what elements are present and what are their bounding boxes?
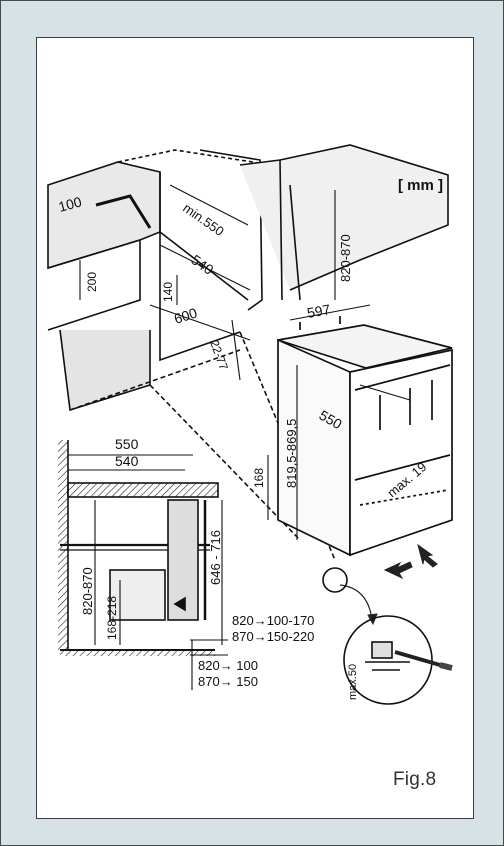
note-820-100: 820→ 100 (198, 658, 258, 673)
adjust-foot-detail (322, 567, 453, 705)
dim-168-218: 168-218 (105, 596, 119, 640)
dim-22-77: 22-77 (207, 338, 231, 372)
fridge-unit (277, 316, 453, 557)
dimension-lines (68, 184, 411, 690)
note-870-150-220: 870→150-220 (232, 629, 314, 644)
dim-min550: min.550 (180, 200, 226, 239)
dim-600: 600 (172, 304, 199, 327)
dim-597: 597 (306, 301, 332, 321)
dim-540-side: 540 (115, 453, 139, 469)
dim-140: 140 (161, 282, 175, 302)
side-section (58, 440, 219, 656)
cabinet-niche (47, 144, 449, 561)
dim-819-869: 819,5-869,5 (284, 419, 299, 488)
unit-label: [ mm ] (398, 177, 443, 194)
dim-820-870-top: 820-870 (338, 234, 353, 282)
dim-200: 200 (85, 272, 99, 292)
dim-max50: max.50 (347, 664, 359, 700)
note-820-100-170: 820→100-170 (232, 613, 314, 628)
airflow-arrows (339, 543, 438, 626)
note-870-150: 870→ 150 (198, 674, 258, 689)
dim-168: 168 (252, 468, 266, 488)
dim-100: 100 (57, 193, 84, 215)
air-in-arrow (383, 561, 413, 580)
dim-550-side: 550 (115, 436, 139, 452)
dim-646-716: 646 - 716 (208, 530, 223, 585)
air-out-arrow (417, 543, 438, 568)
dim-820-870-side: 820-870 (80, 567, 95, 615)
figure-label: Fig.8 (393, 769, 437, 790)
dim-540-top: 540 (188, 251, 216, 278)
